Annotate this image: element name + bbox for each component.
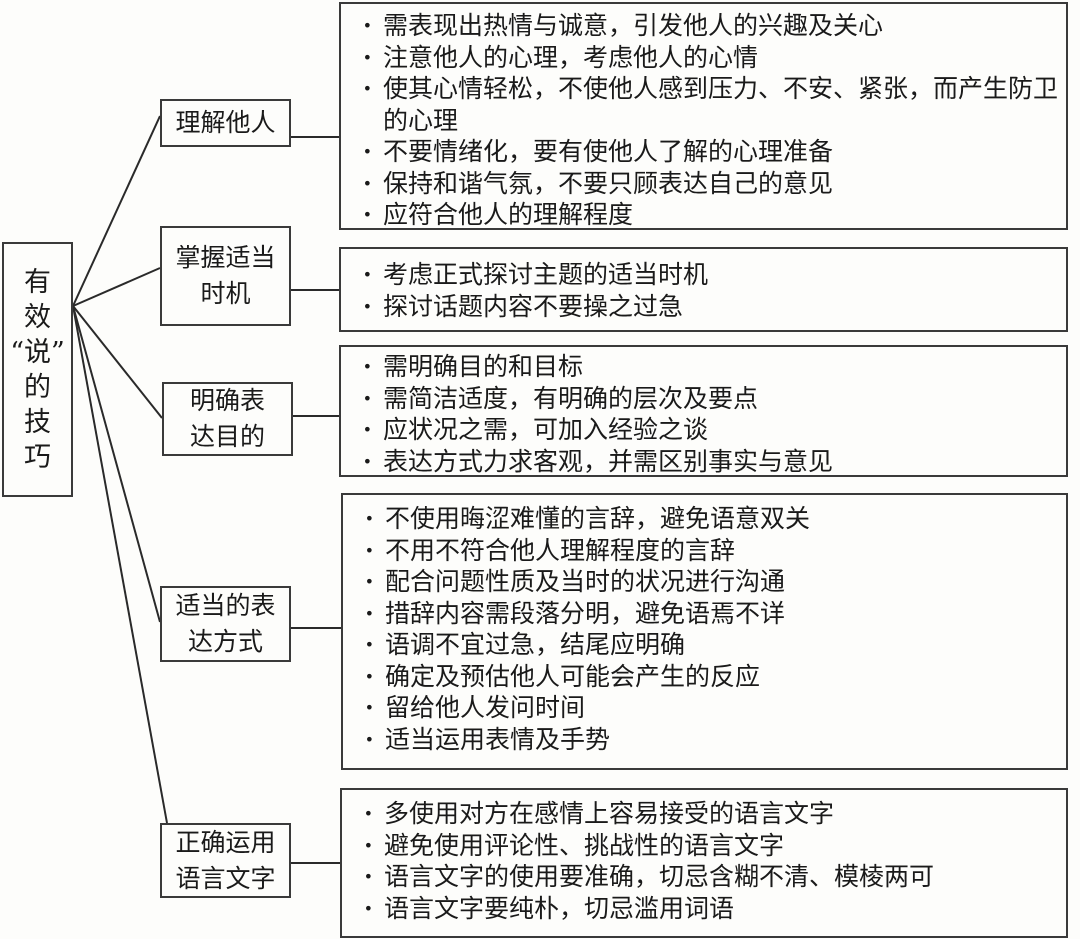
detail-item: 语言文字要纯朴，切忌滥用词语 <box>364 893 1066 925</box>
detail-item: 语调不宜过急，结尾应明确 <box>365 629 1066 661</box>
detail-item: 确定及预估他人可能会产生的反应 <box>365 661 1066 693</box>
detail-item: 避免使用评论性、挑战性的语言文字 <box>364 830 1066 862</box>
detail-box-expression-style: 不使用晦涩难懂的言辞，避免语意双关 不用不符合他人理解程度的言辞 配合问题性质及… <box>341 493 1068 770</box>
connector-root-to-cat-4 <box>72 305 161 623</box>
detail-item: 适当运用表情及手势 <box>365 724 1066 756</box>
connector-root-to-cat-2 <box>72 267 161 307</box>
detail-box-language-use: 多使用对方在感情上容易接受的语言文字 避免使用评论性、挑战性的语言文字 语言文字… <box>340 788 1068 938</box>
detail-item: 探讨话题内容不要操之过急 <box>363 291 1066 323</box>
root-char: “说” <box>10 336 65 368</box>
category-label: 适当的表达方式 <box>175 591 276 656</box>
connector-root-to-cat-5 <box>72 305 168 824</box>
root-char: 巧 <box>24 441 51 473</box>
category-node-expression-style: 适当的表达方式 <box>160 586 291 662</box>
root-char: 的 <box>24 371 51 403</box>
detail-item: 注意他人的心理，考虑他人的心情 <box>363 42 1066 74</box>
detail-item: 应符合他人的理解程度 <box>363 199 1066 231</box>
connector-root-to-cat-1 <box>72 115 161 307</box>
detail-list: 不使用晦涩难懂的言辞，避免语意双关 不用不符合他人理解程度的言辞 配合问题性质及… <box>365 503 1066 755</box>
root-char: 有 <box>24 266 51 298</box>
detail-item: 表达方式力求客观，并需区别事实与意见 <box>363 446 1066 478</box>
detail-item: 不用不符合他人理解程度的言辞 <box>365 535 1066 567</box>
category-node-language-use: 正确运用语言文字 <box>160 823 291 898</box>
detail-item: 需简洁适度，有明确的层次及要点 <box>363 383 1066 415</box>
category-node-clear-purpose: 明确表达目的 <box>162 382 293 456</box>
category-label: 理解他人 <box>175 108 276 137</box>
detail-item: 留给他人发问时间 <box>365 692 1066 724</box>
category-label: 正确运用语言文字 <box>175 827 276 893</box>
detail-item: 需明确目的和目标 <box>363 351 1066 383</box>
detail-box-clear-purpose: 需明确目的和目标 需简洁适度，有明确的层次及要点 应状况之需，可加入经验之谈 表… <box>339 345 1068 477</box>
detail-item: 不使用晦涩难懂的言辞，避免语意双关 <box>365 503 1066 535</box>
detail-item: 保持和谐气氛，不要只顾表达自己的意见 <box>363 168 1066 200</box>
detail-item: 多使用对方在感情上容易接受的语言文字 <box>364 798 1066 830</box>
detail-list: 需明确目的和目标 需简洁适度，有明确的层次及要点 应状况之需，可加入经验之谈 表… <box>363 351 1066 477</box>
detail-item: 需表现出热情与诚意，引发他人的兴趣及关心 <box>363 10 1066 42</box>
root-char: 效 <box>24 301 51 333</box>
connector-root-to-cat-3 <box>72 305 163 419</box>
root-node: 有 效 “说” 的 技 巧 <box>2 242 73 497</box>
category-label: 明确表达目的 <box>189 386 265 451</box>
detail-item: 应状况之需，可加入经验之谈 <box>363 414 1066 446</box>
category-node-understand-others: 理解他人 <box>160 99 291 147</box>
detail-list: 考虑正式探讨主题的适当时机 探讨话题内容不要操之过急 <box>363 259 1066 322</box>
detail-box-understand-others: 需表现出热情与诚意，引发他人的兴趣及关心 注意他人的心理，考虑他人的心情 使其心… <box>339 2 1068 230</box>
detail-item: 使其心情轻松，不使他人感到压力、不安、紧张，而产生防卫的心理 <box>363 73 1066 136</box>
root-char: 技 <box>24 406 51 438</box>
detail-item: 措辞内容需段落分明，避免语焉不详 <box>365 598 1066 630</box>
category-label: 掌握适当时机 <box>175 243 276 308</box>
category-node-timing: 掌握适当时机 <box>160 226 291 326</box>
detail-list: 需表现出热情与诚意，引发他人的兴趣及关心 注意他人的心理，考虑他人的心情 使其心… <box>363 10 1066 231</box>
detail-item: 配合问题性质及当时的状况进行沟通 <box>365 566 1066 598</box>
detail-box-timing: 考虑正式探讨主题的适当时机 探讨话题内容不要操之过急 <box>339 247 1068 332</box>
detail-item: 不要情绪化，要有使他人了解的心理准备 <box>363 136 1066 168</box>
detail-item: 语言文字的使用要准确，切忌含糊不清、模棱两可 <box>364 861 1066 893</box>
detail-list: 多使用对方在感情上容易接受的语言文字 避免使用评论性、挑战性的语言文字 语言文字… <box>364 798 1066 924</box>
detail-item: 考虑正式探讨主题的适当时机 <box>363 259 1066 291</box>
